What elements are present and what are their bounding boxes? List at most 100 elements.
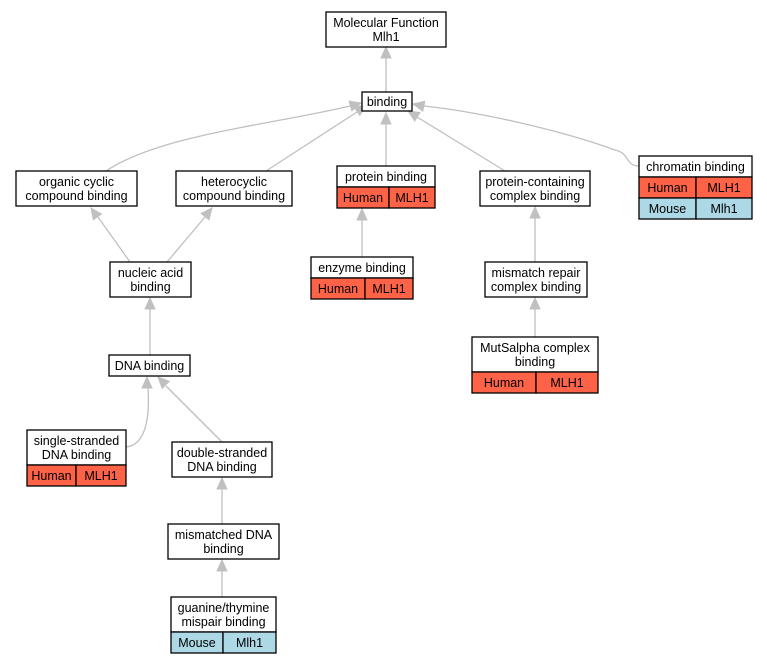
arrowhead-binding-root: [380, 45, 392, 59]
node-label-line: single-stranded: [34, 434, 120, 448]
edges: [90, 45, 640, 597]
annotation-row-human: Human MLH1: [638, 176, 753, 199]
gene-label: Mlh1: [236, 636, 263, 650]
node-box: [175, 170, 293, 207]
gene-label: MLH1: [550, 376, 583, 390]
node-box: [15, 170, 138, 207]
edge-nucleic-organic: [97, 216, 131, 263]
node-label-line: MutSalpha complex: [480, 341, 591, 355]
node-label-line: mismatched DNA: [175, 528, 273, 542]
node-label-line: DNA binding: [42, 448, 112, 462]
annotation-row-human: Human MLH1: [310, 277, 414, 300]
edge-organic-binding: [105, 105, 351, 172]
edge-nucleic-hetero: [166, 216, 206, 263]
node-label-line: DNA binding: [187, 460, 257, 474]
node-binding[interactable]: binding: [361, 91, 413, 112]
edge-chromatin-binding: [423, 105, 640, 167]
node-label-line: compound binding: [25, 189, 127, 203]
node-label-line: compound binding: [183, 189, 285, 203]
node-label-line: complex binding: [491, 280, 581, 294]
species-label: Human: [31, 469, 71, 483]
species-label: Human: [318, 282, 358, 296]
species-label: Mouse: [178, 636, 216, 650]
node-label-line: mispair binding: [181, 615, 265, 629]
arrowhead-protein-binding: [380, 111, 392, 125]
gene-cell: [695, 197, 753, 220]
arrowhead-dsdna-dna: [157, 376, 171, 390]
gene-label: Mlh1: [710, 202, 737, 216]
arrowhead-enzyme-protein: [356, 207, 368, 221]
gene-label: MLH1: [372, 282, 405, 296]
arrowhead-dna-nucleic: [144, 296, 156, 310]
arrowhead-nucleic-hetero: [200, 207, 213, 221]
node-label-line: organic cyclic: [39, 175, 114, 189]
node-label-line: guanine/thymine: [178, 601, 270, 615]
gene-cell: [75, 464, 127, 487]
node-label-line: Mlh1: [372, 30, 399, 44]
node-label-line: double-stranded: [177, 446, 267, 460]
node-label-line: heterocyclic: [201, 175, 267, 189]
node-box: [471, 336, 599, 373]
arrowhead-guanine-mismatched: [216, 558, 228, 572]
edge-dsdna-dna: [165, 385, 223, 443]
gene-cell: [222, 631, 277, 654]
node-label-line: complex binding: [490, 189, 580, 203]
gene-label: MLH1: [84, 469, 117, 483]
gene-cell: [364, 277, 414, 300]
arrowhead-protcomplex-binding: [406, 110, 421, 122]
node-label-line: chromatin binding: [646, 160, 745, 174]
gene-label: MLH1: [395, 191, 428, 205]
gene-cell: [388, 186, 436, 209]
edge-protcomplex-binding: [416, 116, 506, 172]
node-box: [26, 429, 127, 466]
species-label: Human: [484, 376, 524, 390]
node-label-line: protein-containing: [485, 175, 584, 189]
node-label-line: nucleic acid: [118, 266, 183, 280]
edge-ssdna-dna: [125, 387, 150, 448]
node-box: [484, 261, 588, 298]
annotation-row-human: Human MLH1: [336, 186, 436, 209]
annotation-row-human: Human MLH1: [471, 371, 599, 394]
arrowhead-nucleic-organic: [90, 207, 103, 221]
gene-cell: [535, 371, 599, 394]
arrowhead-mmr-protcomplex: [529, 205, 541, 219]
edge-hetero-binding: [265, 111, 358, 172]
node-dna[interactable]: DNA binding: [108, 354, 191, 377]
annotation-row-human: Human MLH1: [26, 464, 127, 487]
species-label: Human: [343, 191, 383, 205]
node-label-line: DNA binding: [115, 359, 185, 373]
arrowhead-ssdna-dna: [141, 375, 153, 389]
node-label-line: protein binding: [345, 170, 427, 184]
arrowhead-mutsalpha-mmr: [529, 296, 541, 310]
node-box: [361, 91, 413, 112]
gene-label: MLH1: [707, 181, 740, 195]
node-box: [108, 354, 191, 377]
node-box: [171, 441, 273, 478]
node-box: [479, 170, 591, 207]
node-label-line: binding: [203, 542, 243, 556]
node-box: [325, 11, 447, 48]
node-label-line: binding: [367, 95, 407, 109]
node-box: [109, 261, 192, 298]
node-label-line: binding: [130, 280, 170, 294]
annotation-row-mouse: Mouse Mlh1: [170, 631, 277, 654]
species-label: Human: [647, 181, 687, 195]
node-label-line: mismatch repair: [492, 266, 581, 280]
